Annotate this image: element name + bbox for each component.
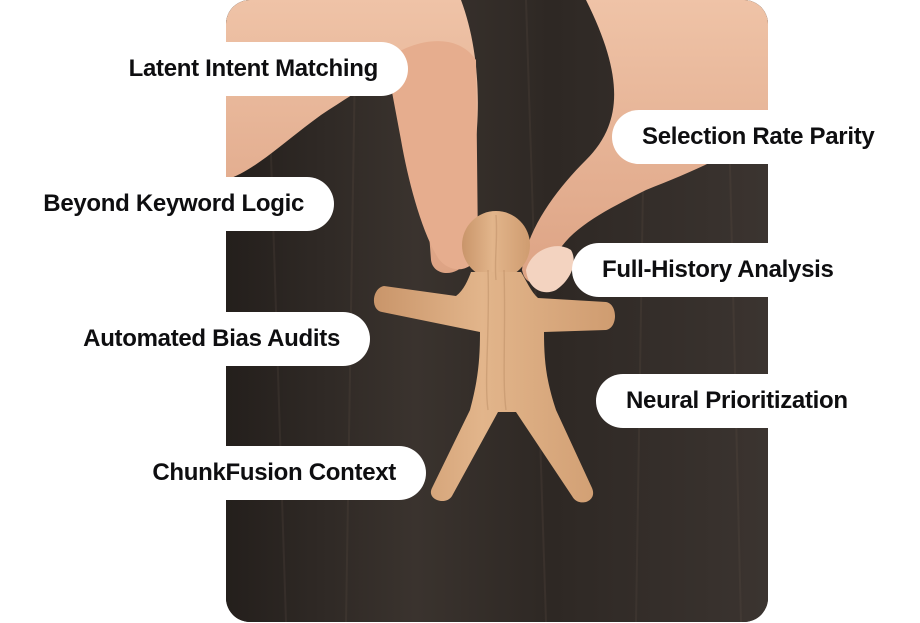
feature-label: Neural Prioritization: [626, 387, 848, 414]
feature-pill-neural-prioritization: Neural Prioritization: [596, 374, 886, 428]
feature-label: Beyond Keyword Logic: [43, 190, 304, 217]
wooden-figure: [373, 211, 615, 503]
feature-label: Full-History Analysis: [602, 256, 834, 283]
feature-label: ChunkFusion Context: [152, 459, 396, 486]
feature-pill-beyond-keyword-logic: Beyond Keyword Logic: [12, 177, 334, 231]
feature-pill-full-history-analysis: Full-History Analysis: [572, 243, 862, 297]
feature-label: Automated Bias Audits: [83, 325, 340, 352]
feature-pill-latent-intent-matching: Latent Intent Matching: [88, 42, 408, 96]
feature-pill-automated-bias-audits: Automated Bias Audits: [48, 312, 370, 366]
feature-pill-chunkfusion-context: ChunkFusion Context: [118, 446, 426, 500]
feature-label: Selection Rate Parity: [642, 123, 875, 150]
feature-pill-selection-rate-parity: Selection Rate Parity: [612, 110, 902, 164]
feature-label: Latent Intent Matching: [128, 55, 379, 82]
